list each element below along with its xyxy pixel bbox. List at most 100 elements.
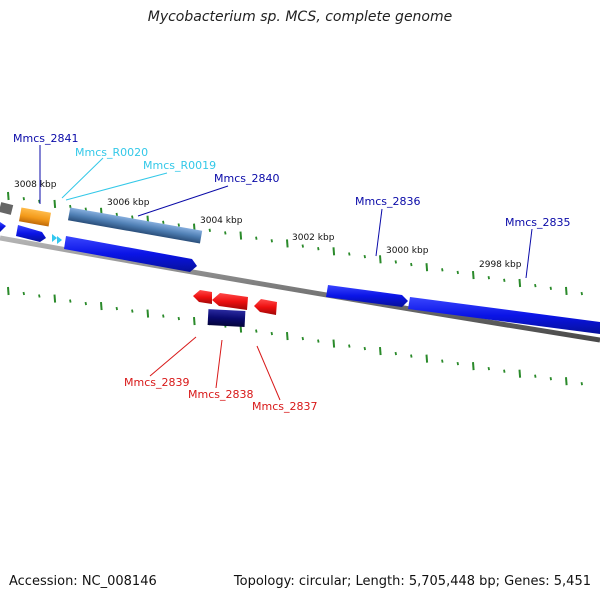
tick-mark <box>100 301 103 311</box>
tick-mark <box>456 361 459 366</box>
tick-mark <box>518 369 522 378</box>
tick-mark <box>301 244 304 248</box>
tick-mark <box>379 255 382 264</box>
tick-mark <box>363 254 366 259</box>
gene-arrow-mmcs2841 <box>16 225 46 242</box>
tick-mark <box>53 199 57 208</box>
label-mmcs2837: Mmcs_2837 <box>252 400 317 413</box>
tick-mark <box>394 351 397 356</box>
tick-mark <box>146 309 150 318</box>
gene-box-orange <box>19 207 51 227</box>
tick-mark <box>115 306 118 311</box>
tick-mark <box>379 347 382 356</box>
tick-mark <box>115 212 118 217</box>
connector-mmcs2837 <box>256 345 281 401</box>
gene-arrow-mmcs2839 <box>193 290 212 304</box>
gene-arrow-mmcs2836 <box>326 285 408 307</box>
label-mmcs2838: Mmcs_2838 <box>188 388 253 401</box>
tick-mark <box>348 252 351 256</box>
ruler-3002: 3002 kbp <box>292 233 335 243</box>
tick-mark <box>162 220 165 225</box>
gene-box-navy <box>207 309 246 327</box>
tick-mark <box>177 223 180 227</box>
tick-mark <box>131 215 134 219</box>
ruler-3000: 3000 kbp <box>386 246 429 256</box>
tick-mark <box>286 332 289 341</box>
tick-mark <box>270 239 273 243</box>
genome-summary-text: Topology: circular; Length: 5,705,448 bp… <box>233 574 591 589</box>
tick-mark <box>317 339 320 343</box>
gene-arrow-mmcs2838 <box>212 293 248 310</box>
tick-mark <box>441 359 444 363</box>
tick-mark <box>425 263 429 272</box>
tick-mark <box>255 236 258 240</box>
gene-arrow-mmcs2835 <box>408 297 600 334</box>
ruler-3008: 3008 kbp <box>14 180 57 190</box>
tick-mark <box>580 291 583 296</box>
tick-mark <box>456 270 459 275</box>
ruler-labels: 3008 kbp 3006 kbp 3004 kbp 3002 kbp 3000… <box>14 180 522 270</box>
tick-mark <box>193 316 196 326</box>
tick-mark <box>534 374 537 378</box>
label-mmcs2836: Mmcs_2836 <box>355 195 420 208</box>
tick-mark <box>503 369 506 373</box>
gene-arrow-mmcs2837 <box>254 299 277 315</box>
tick-mark <box>332 247 336 256</box>
accession-text: Accession: NC_008146 <box>9 574 157 589</box>
connector-mmcsr0019 <box>65 172 168 201</box>
connector-mmcs2836 <box>375 208 383 257</box>
tick-mark <box>286 239 289 248</box>
tick-mark <box>487 276 490 280</box>
tick-mark <box>549 376 552 381</box>
tick-mark <box>565 377 568 386</box>
tick-mark <box>301 336 304 341</box>
ruler-2998: 2998 kbp <box>479 260 522 270</box>
tick-mark <box>224 231 227 235</box>
label-mmcs2835: Mmcs_2835 <box>505 216 570 229</box>
gene-labels: Mmcs_2841 Mmcs_R0020 Mmcs_R0019 Mmcs_284… <box>13 132 570 413</box>
label-mmcsr0020: Mmcs_R0020 <box>75 146 148 159</box>
connector-mmcs2840 <box>137 185 229 217</box>
tick-mark <box>53 294 57 303</box>
tick-mark <box>239 231 243 240</box>
gene-arrow-left-edge <box>0 222 6 232</box>
gene-arrow-mmcsr0020 <box>52 234 62 244</box>
tick-mark <box>348 344 351 348</box>
tick-mark <box>410 354 413 358</box>
tick-mark <box>208 228 211 232</box>
tick-mark <box>472 362 475 371</box>
tick-mark <box>518 278 522 288</box>
label-mmcs2839: Mmcs_2839 <box>124 376 189 389</box>
tick-mark <box>503 278 506 283</box>
tick-mark <box>84 301 87 306</box>
tick-mark <box>332 339 336 348</box>
tick-mark <box>410 262 413 267</box>
tick-mark <box>7 286 10 296</box>
tick-mark <box>425 354 429 363</box>
connector-mmcs2839 <box>149 336 197 377</box>
connector-mmcs2835 <box>525 228 533 279</box>
tick-mark <box>270 331 273 336</box>
tick-mark <box>487 366 490 371</box>
map-title: Mycobacterium sp. MCS, complete genome <box>147 9 453 25</box>
tick-mark <box>394 260 397 264</box>
tick-mark <box>363 346 366 351</box>
connector-mmcs2838 <box>215 339 223 389</box>
gene-arrow-mmcs2840-lower <box>64 236 197 272</box>
tick-mark <box>22 291 25 296</box>
genome-backbone <box>0 235 600 343</box>
tick-mark <box>441 268 444 272</box>
tick-mark <box>38 294 41 298</box>
ruler-3004: 3004 kbp <box>200 216 243 226</box>
tick-mark <box>255 329 258 333</box>
tick-mark <box>565 286 568 295</box>
tick-mark <box>69 299 72 303</box>
tick-mark <box>131 309 134 313</box>
label-connectors <box>39 145 533 401</box>
tick-mark <box>472 271 475 280</box>
tick-mark <box>317 247 320 251</box>
label-mmcs2841: Mmcs_2841 <box>13 132 78 145</box>
tick-mark <box>177 316 180 321</box>
